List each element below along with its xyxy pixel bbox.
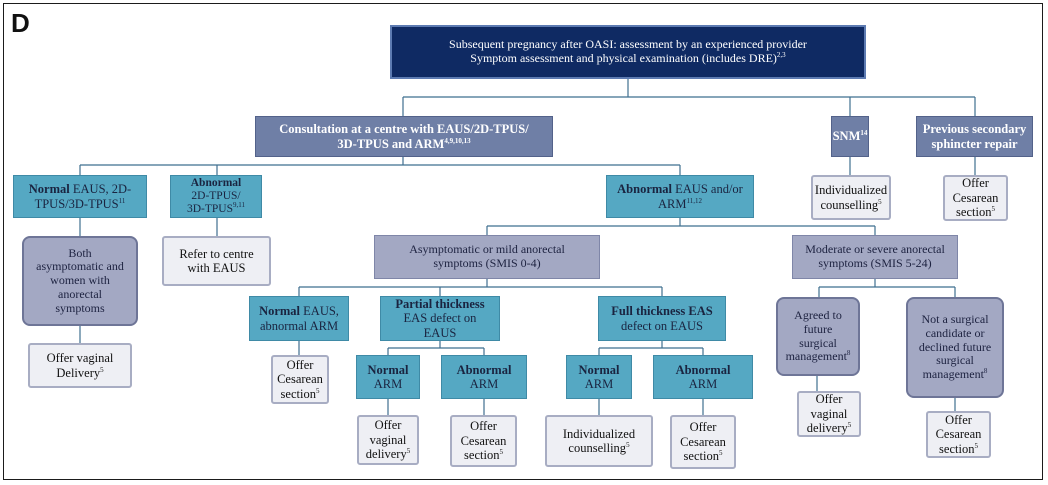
full-abnormal-arm-box: Abnormal ARM <box>653 355 753 399</box>
both-symptomatic-box: Both asymptomatic and women with anorect… <box>22 236 138 326</box>
moderate-severe-box: Moderate or severe anorectal symptoms (S… <box>792 235 958 279</box>
cesarean-outcome-a: Offer Cesarean section5 <box>271 355 329 404</box>
abnormal-2d-tpus-box: Abnormal 2D-TPUS/ 3D-TPUS9,11 <box>170 175 262 218</box>
vaginal-outcome-c: Offer vaginal delivery5 <box>797 391 861 437</box>
asymptomatic-mild-box: Asymptomatic or mild anorectal symptoms … <box>374 235 600 279</box>
abnormal-eaus-arm-box: Abnormal EAUS and/or ARM11,12 <box>606 175 754 218</box>
snm-box: SNM14 <box>831 116 869 157</box>
cesarean-outcome-b: Offer Cesarean section5 <box>450 415 517 467</box>
top-line2: Symptom assessment and physical examinat… <box>470 51 786 65</box>
cesarean-outcome-d: Offer Cesarean section5 <box>926 411 991 458</box>
previous-repair-box: Previous secondary sphincter repair <box>916 116 1033 157</box>
full-normal-arm-box: Normal ARM <box>566 355 632 399</box>
partial-normal-arm-box: Normal ARM <box>356 355 420 399</box>
consultation-box: Consultation at a centre with EAUS/2D-TP… <box>255 116 553 157</box>
previous-repair-outcome-box: Offer Cesarean section5 <box>943 175 1008 221</box>
snm-outcome-box: Individualized counselling5 <box>811 175 891 220</box>
partial-thickness-box: Partial thickness EAS defect on EAUS <box>380 296 500 341</box>
top-line1: Subsequent pregnancy after OASI: assessm… <box>449 37 807 52</box>
figure-frame <box>3 3 1043 480</box>
panel-label: D <box>11 8 30 38</box>
individualized-outcome-b: Individualized counselling5 <box>545 415 653 467</box>
agreed-surgical-box: Agreed to future surgical management8 <box>776 297 860 376</box>
normal-eaus-box: Normal EAUS, 2D- TPUS/3D-TPUS11 <box>13 175 147 218</box>
vaginal-outcome-b: Offer vaginal delivery5 <box>357 415 419 465</box>
normal-eaus-abnormal-arm-box: Normal EAUS, abnormal ARM <box>249 296 349 341</box>
top-assessment-box: Subsequent pregnancy after OASI: assessm… <box>390 25 866 79</box>
cesarean-outcome-c: Offer Cesarean section5 <box>670 415 736 469</box>
not-surgical-candidate-box: Not a surgical candidate or declined fut… <box>906 297 1004 398</box>
offer-vaginal-delivery-box: Offer vaginal Delivery5 <box>28 343 132 388</box>
partial-abnormal-arm-box: Abnormal ARM <box>441 355 527 399</box>
full-thickness-box: Full thickness EAS defect on EAUS <box>598 296 726 341</box>
refer-centre-box: Refer to centre with EAUS <box>162 236 271 286</box>
